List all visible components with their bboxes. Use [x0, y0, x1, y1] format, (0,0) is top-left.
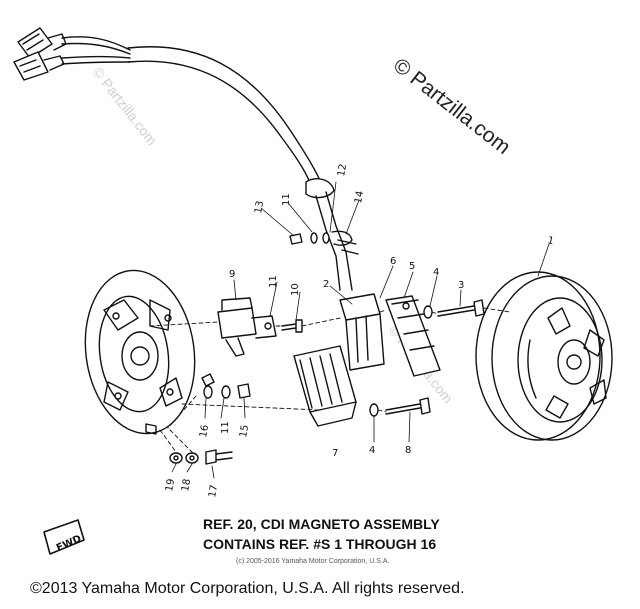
stator-base-plate — [84, 269, 196, 435]
ref-note-line-1: REF. 20, CDI MAGNETO ASSEMBLY — [203, 516, 440, 532]
bolt-3 — [437, 299, 485, 317]
forward-arrow-box — [43, 519, 85, 555]
screw-10 — [281, 319, 303, 333]
watermark-faint: © Partzilla.com — [90, 64, 161, 148]
pulser-coil-assembly — [217, 297, 277, 357]
callout-2: 2 — [323, 279, 329, 290]
callout-4-upper: 4 — [433, 267, 439, 278]
callout-7: 7 — [332, 448, 338, 459]
callout-11-upper: 11 — [268, 275, 279, 288]
wire-connector-plugs — [13, 27, 131, 81]
callout-19: 19 — [164, 478, 177, 492]
callout-11-top: 11 — [281, 193, 292, 206]
callout-14: 14 — [353, 190, 366, 204]
copyright-small: (c) 2005-2016 Yamaha Motor Corporation, … — [236, 558, 390, 565]
callout-10: 10 — [290, 283, 301, 296]
callout-17: 17 — [207, 484, 220, 498]
callout-6: 6 — [390, 256, 396, 267]
rotor-flywheel — [475, 271, 613, 441]
clamp-fasteners — [289, 230, 353, 246]
copyright-main: ©2013 Yamaha Motor Corporation, U.S.A. A… — [30, 580, 465, 597]
watermark-main: © Partzilla.com — [389, 54, 515, 159]
callout-1: 1 — [546, 235, 555, 247]
ref-note-line-2: CONTAINS REF. #S 1 THROUGH 16 — [203, 536, 437, 552]
base-fasteners — [169, 449, 233, 465]
callout-5: 5 — [409, 261, 415, 272]
callout-numbers: 1 2 3 4 4 5 6 7 8 9 10 11 11 11 12 13 14… — [164, 163, 555, 498]
callout-3: 3 — [458, 280, 464, 291]
assembly-reference-note: REF. 20, CDI MAGNETO ASSEMBLY CONTAINS R… — [203, 514, 440, 554]
coil-bracket — [385, 295, 441, 377]
callout-leader-lines — [171, 181, 550, 479]
bolt-8 — [385, 397, 431, 415]
charging-coil-assembly — [293, 345, 357, 427]
callout-8: 8 — [405, 445, 411, 456]
callout-15: 15 — [238, 424, 251, 438]
callout-9: 9 — [229, 269, 235, 280]
wire-harness — [127, 46, 359, 291]
washer-4-lower — [369, 403, 379, 417]
pulser-fasteners — [201, 373, 251, 399]
assembly-reference-lines — [149, 307, 511, 453]
callout-18: 18 — [180, 478, 193, 492]
callout-11-lower: 11 — [220, 421, 231, 434]
callout-12: 12 — [336, 163, 349, 177]
callout-13: 13 — [253, 200, 266, 214]
source-coil — [339, 293, 385, 371]
callout-4-lower: 4 — [369, 445, 375, 456]
washer-4-upper — [423, 305, 433, 319]
callout-16: 16 — [198, 424, 211, 438]
